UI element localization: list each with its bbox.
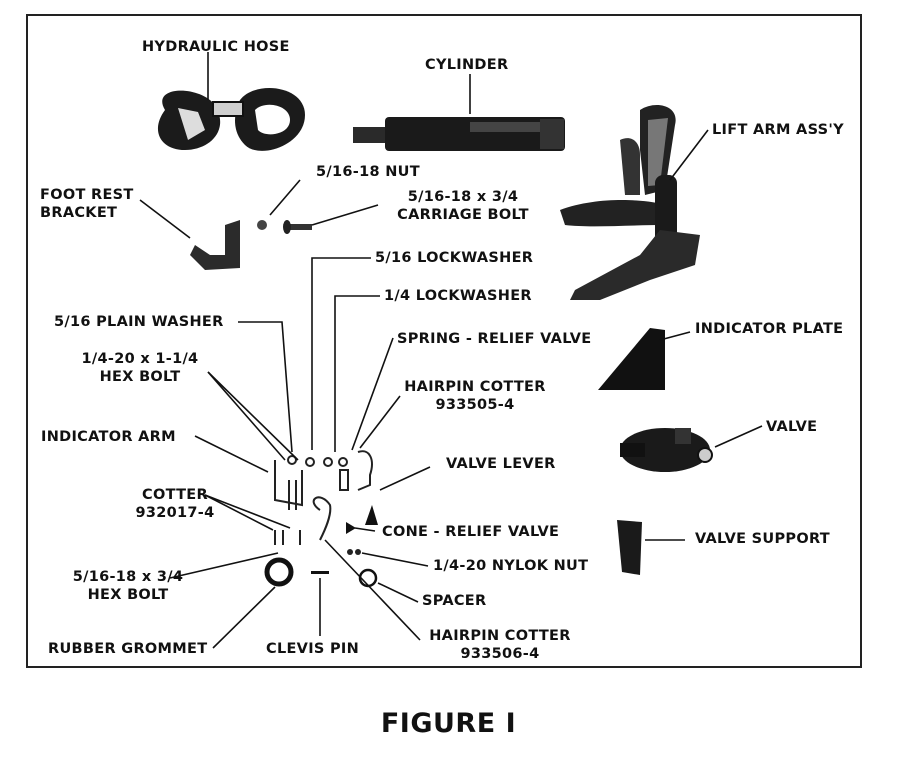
label-indicator-arm: INDICATOR ARM (41, 429, 176, 445)
label-cotter: COTTER 932017-4 (135, 487, 215, 521)
figure-frame (26, 14, 862, 668)
valve-support-part (617, 520, 642, 575)
label-hairpin-cotter-1: HAIRPIN COTTER 933505-4 (404, 379, 546, 413)
clevis-pin-part (311, 571, 329, 574)
indicator-plate-part (598, 328, 665, 390)
rubber-grommet-part (264, 557, 294, 587)
label-hex-bolt-1-4-20: 1/4-20 x 1-1/4 HEX BOLT (81, 351, 199, 385)
label-spring-relief-valve: SPRING - RELIEF VALVE (397, 331, 592, 347)
cylinder-part (353, 117, 565, 151)
label-nylok-nut: 1/4-20 NYLOK NUT (433, 558, 589, 574)
spacer-part (358, 568, 378, 588)
label-lockwasher-5-16: 5/16 LOCKWASHER (375, 250, 534, 266)
valve-part (620, 428, 713, 472)
label-carriage-bolt: 5/16-18 x 3/4 CARRIAGE BOLT (397, 189, 529, 223)
figure-caption: FIGURE I (380, 708, 517, 739)
label-valve-lever: VALVE LEVER (446, 456, 556, 472)
label-plain-washer: 5/16 PLAIN WASHER (54, 314, 224, 330)
nylok-nut-part (347, 549, 361, 555)
label-foot-rest-bracket: FOOT REST BRACKET (40, 187, 134, 221)
label-hex-bolt-5-16-18: 5/16-18 x 3/4 HEX BOLT (72, 569, 184, 603)
label-clevis-pin: CLEVIS PIN (266, 641, 360, 657)
label-cylinder: CYLINDER (425, 57, 509, 73)
hydraulic-hose-part (157, 88, 305, 151)
nut-5-16-18-part (257, 220, 267, 230)
leader-lines (139, 52, 763, 649)
label-lift-arm: LIFT ARM ASS'Y (712, 122, 844, 138)
label-spacer: SPACER (422, 593, 487, 609)
label-hydraulic-hose: HYDRAULIC HOSE (142, 39, 290, 55)
hardware-cluster (274, 450, 373, 545)
label-hairpin-cotter-2: HAIRPIN COTTER 933506-4 (429, 628, 571, 662)
label-nut-5-16-18: 5/16-18 NUT (316, 164, 420, 180)
foot-rest-bracket-part (190, 220, 240, 270)
cone-relief-valve-part (346, 522, 356, 534)
label-rubber-grommet: RUBBER GROMMET (48, 641, 208, 657)
label-valve-support: VALVE SUPPORT (695, 531, 830, 547)
label-cone-relief-valve: CONE - RELIEF VALVE (382, 524, 560, 540)
carriage-bolt-part (283, 220, 312, 234)
lift-arm-part (560, 105, 700, 300)
label-indicator-plate: INDICATOR PLATE (695, 321, 844, 337)
valve-lever-tip (365, 505, 378, 525)
label-lockwasher-1-4: 1/4 LOCKWASHER (384, 288, 532, 304)
label-valve: VALVE (766, 419, 818, 435)
